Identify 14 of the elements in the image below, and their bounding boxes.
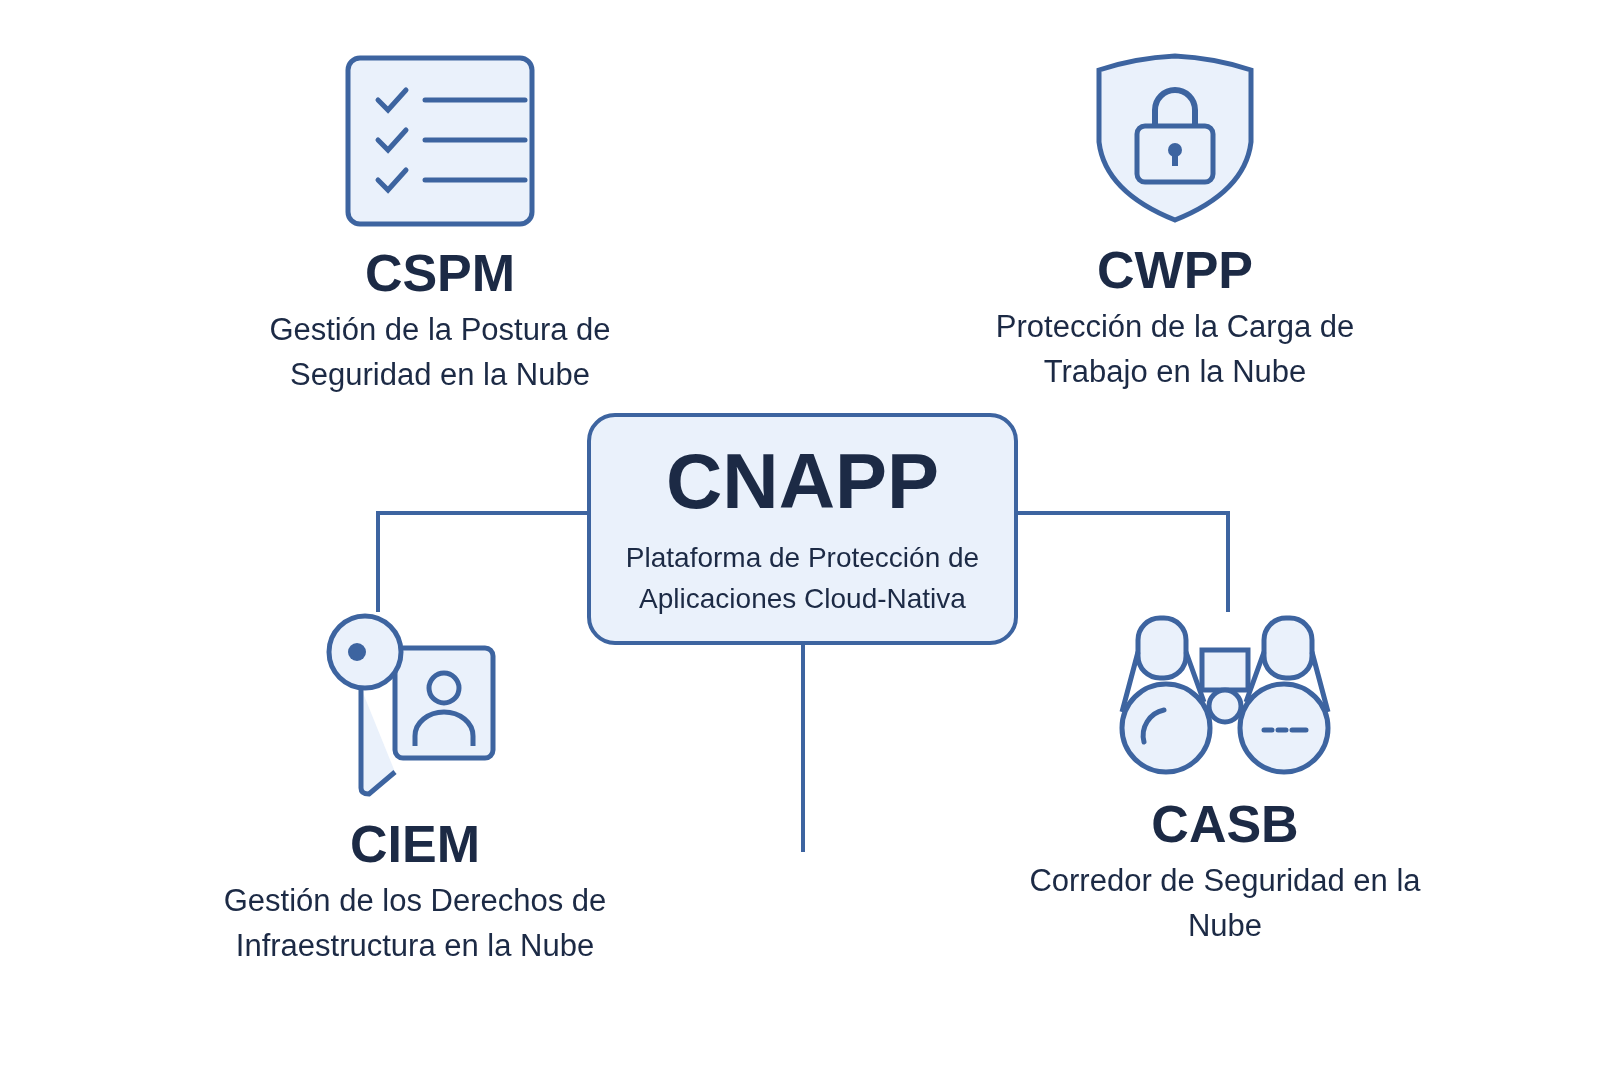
node-description: Gestión de la Postura de Seguridad en la Nube: [268, 311, 612, 395]
connector-line: [376, 511, 587, 612]
node-description: Plataforma de Protección de Aplicaciones Cloud-Nativa: [624, 541, 981, 616]
platform-box: [587, 413, 1018, 645]
node-description: Protección de la Carga de Trabajo en la Nube: [994, 308, 1356, 392]
node-title: CSPM: [364, 245, 516, 303]
node-title: CNAPP: [665, 438, 939, 525]
node-title: CASB: [1151, 796, 1299, 854]
node-description: Corredor de Seguridad en la Nube: [1028, 862, 1422, 946]
node-title: CWPP: [1097, 242, 1253, 300]
connector-line: [1018, 511, 1230, 612]
node-title: CIEM: [350, 816, 480, 874]
connector-line: [801, 645, 805, 852]
node-description: Gestión de los Derechos de Infraestructura en la Nube: [222, 882, 608, 966]
